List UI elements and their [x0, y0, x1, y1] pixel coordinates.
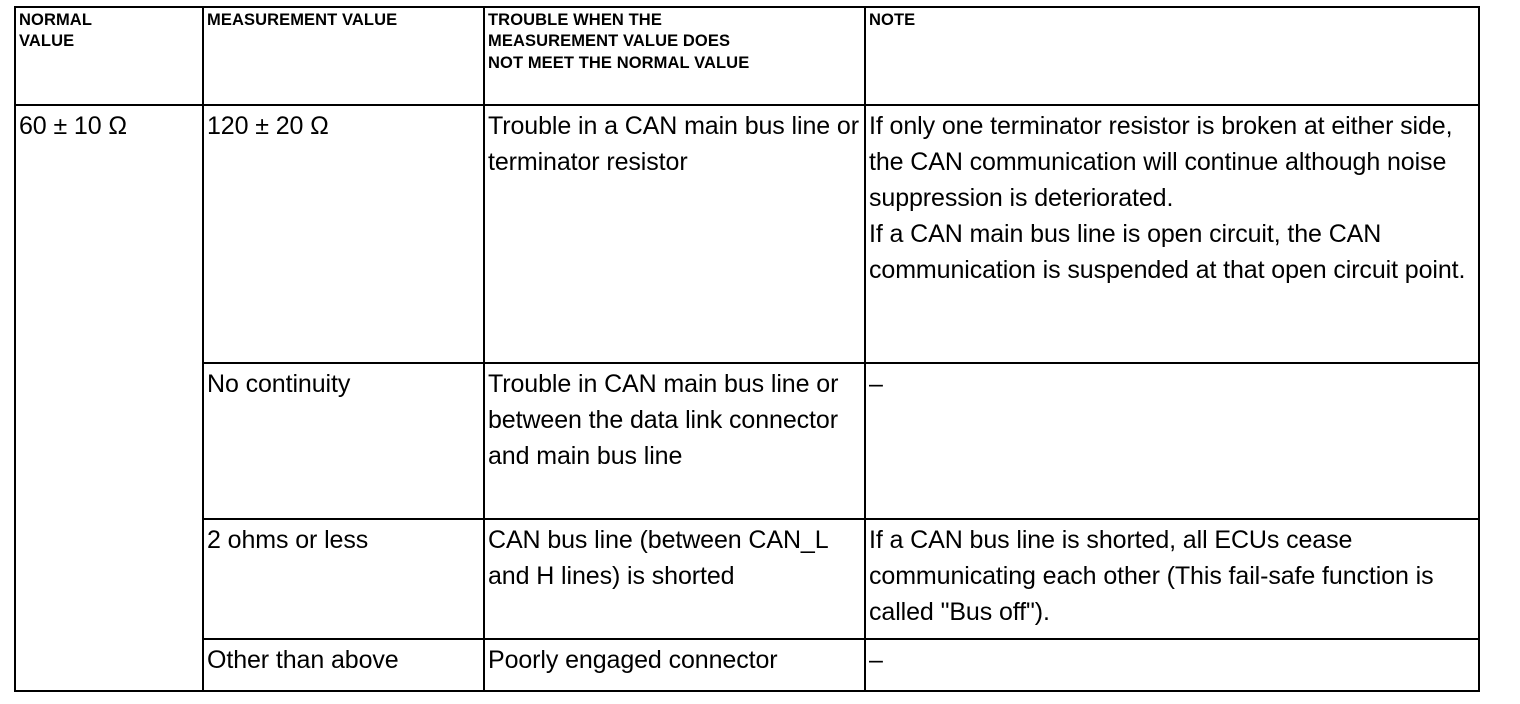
column-header-measurement-value-label: MEASUREMENT VALUE — [207, 11, 398, 29]
cell-note: – — [864, 362, 1480, 520]
note-text: – — [869, 370, 883, 398]
cell-measurement-value: 2 ohms or less — [202, 518, 485, 640]
note-text: – — [869, 646, 883, 674]
table-row: 60 ± 10 Ω 120 ± 20 Ω Trouble in a CAN ma… — [14, 104, 1480, 692]
table-row: 2 ohms or less CAN bus line (between CAN… — [15, 518, 1480, 640]
trouble-text: CAN bus line (between CAN_L and H lines)… — [488, 526, 828, 590]
column-header-trouble-label: TROUBLE WHEN THE MEASUREMENT VALUE DOES … — [488, 11, 750, 72]
cell-measurement-value: No continuity — [202, 362, 485, 520]
can-bus-diagnostic-table: NORMAL VALUE MEASUREMENT VALUE TROUBLE W… — [14, 6, 1480, 692]
cell-measurement-value: Other than above — [202, 638, 485, 692]
column-header-note-label: NOTE — [869, 11, 916, 29]
cell-trouble: Trouble in CAN main bus line or between … — [483, 362, 866, 520]
column-header-measurement-value: MEASUREMENT VALUE — [202, 6, 485, 106]
table-row: Other than above Poorly engaged connecto… — [15, 638, 1480, 692]
cell-normal-value: 60 ± 10 Ω — [14, 104, 204, 692]
cell-note: If a CAN bus line is shorted, all ECUs c… — [864, 518, 1480, 640]
measurement-value-text: 120 ± 20 Ω — [207, 112, 329, 140]
normal-value-text: 60 ± 10 Ω — [19, 112, 127, 140]
measurement-value-text: 2 ohms or less — [207, 526, 369, 554]
trouble-text: Trouble in a CAN main bus line or termin… — [488, 112, 859, 176]
cell-trouble: Poorly engaged connector — [483, 638, 866, 692]
measurement-value-text: No continuity — [207, 370, 351, 398]
column-header-normal-value-label: NORMAL VALUE — [19, 11, 93, 51]
note-text: If a CAN bus line is shorted, all ECUs c… — [869, 526, 1434, 626]
column-header-note: NOTE — [864, 6, 1480, 106]
cell-measurement-value: 120 ± 20 Ω — [202, 104, 485, 364]
column-header-trouble: TROUBLE WHEN THE MEASUREMENT VALUE DOES … — [483, 6, 866, 106]
trouble-text: Poorly engaged connector — [488, 646, 778, 674]
trouble-text: Trouble in CAN main bus line or between … — [488, 370, 839, 470]
cell-trouble: Trouble in a CAN main bus line or termin… — [483, 104, 866, 364]
table-header-row: NORMAL VALUE MEASUREMENT VALUE TROUBLE W… — [14, 6, 1480, 106]
note-text: If only one terminator resistor is broke… — [869, 112, 1466, 284]
cell-note: If only one terminator resistor is broke… — [864, 104, 1480, 364]
cell-trouble: CAN bus line (between CAN_L and H lines)… — [483, 518, 866, 640]
table-row: No continuity Trouble in CAN main bus li… — [15, 362, 1480, 520]
measurement-value-text: Other than above — [207, 646, 399, 674]
cell-note: – — [864, 638, 1480, 692]
column-header-normal-value: NORMAL VALUE — [14, 6, 204, 106]
